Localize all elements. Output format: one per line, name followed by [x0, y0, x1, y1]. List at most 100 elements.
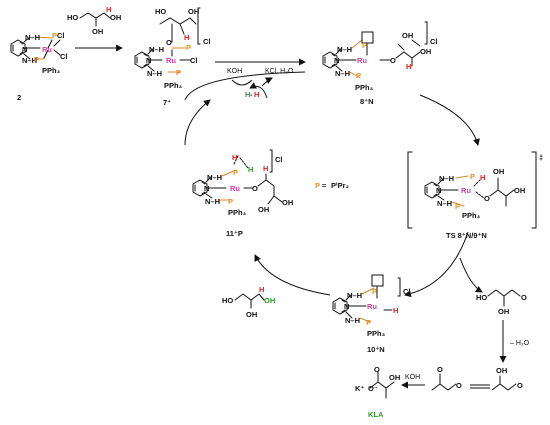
- atom-h-gly: H: [106, 5, 111, 14]
- atom-nh-2a: N–H: [25, 33, 40, 42]
- atom-o-7: O: [166, 38, 172, 47]
- released-glycerol: HO H OH OH: [222, 285, 275, 319]
- label-10plusN: 10⁺N: [367, 345, 385, 354]
- atom-nh-10a: N–H: [347, 291, 362, 300]
- potassium-lactate: K⁺ O⁻ O OH KLA: [355, 365, 400, 419]
- atom-h-7: H: [184, 33, 189, 42]
- reagent-minus-h2o: – H₂O: [510, 340, 530, 347]
- atom-pph3-11: PPh₃: [228, 208, 247, 217]
- legend-pipr2: PⁱPr₂: [331, 181, 349, 190]
- atom-oh-rg: OH: [264, 296, 275, 305]
- atom-ru-2: Ru: [42, 45, 52, 54]
- atom-p-11b: P: [228, 197, 233, 206]
- reagent-koh-top: KOH: [227, 68, 242, 75]
- atom-h-rg: H: [259, 285, 264, 294]
- atom-pph3-7: PPh₃: [164, 81, 183, 90]
- atom-nh-11b: N–H: [205, 197, 220, 206]
- atom-ru-10: Ru: [367, 302, 377, 311]
- label-7plus: 7⁺: [163, 98, 171, 107]
- hydroxyacrolein: OH O: [491, 366, 523, 391]
- atom-h-10: H: [393, 306, 398, 315]
- label-8plusN: 8⁺N: [360, 97, 374, 106]
- atom-cl-2b: Cl: [60, 52, 68, 61]
- atom-o-mg2: O: [456, 381, 462, 390]
- arrow-tautomer: [470, 384, 490, 389]
- atom-h-11c: H: [263, 164, 268, 173]
- atom-p-7b: P: [176, 68, 181, 77]
- atom-ho-7: HO: [155, 7, 166, 16]
- ts-double-dagger: ‡: [539, 153, 543, 162]
- compound-2: N–H N–H N P P Ru Cl Cl PPh₃ 2: [10, 31, 68, 102]
- glycerol-reagent: HO H OH OH: [67, 5, 121, 36]
- p-definition: P = PⁱPr₂: [315, 181, 349, 190]
- h2-label-h1: H: [245, 90, 250, 99]
- arrow-koh-curl: [231, 79, 253, 86]
- label-11plusP: 11⁺P: [226, 229, 243, 238]
- atom-n-11: N: [204, 184, 209, 193]
- atom-ho-gly: HO: [67, 13, 78, 22]
- atom-o-glyal: O: [521, 293, 527, 302]
- atom-h-8: H: [406, 62, 411, 71]
- atom-nh-10b: N–H: [345, 316, 360, 325]
- atom-nh-11a: N–H: [207, 173, 222, 182]
- atom-oh-8a: OH: [420, 47, 431, 56]
- atom-h-11b: H: [248, 165, 253, 174]
- atom-n-7: N: [146, 56, 151, 65]
- atom-o-kla2: O: [374, 365, 380, 374]
- cycle-arc-top: [184, 71, 306, 101]
- compound-8plusN: N–H N–H N P P Ru O H OH OH PPh₃ Cl 8⁺N: [322, 21, 438, 106]
- atom-pph3-10: PPh₃: [367, 329, 386, 338]
- atom-cl-2a: Cl: [57, 31, 65, 40]
- atom-pph3-ts: PPh₃: [462, 211, 481, 220]
- atom-h-11a: H: [232, 153, 237, 162]
- arrow-kcl-curl: [261, 77, 273, 87]
- cycle-arc-bottom-right: [404, 231, 469, 298]
- counterion-10: Cl: [403, 287, 411, 296]
- atom-p-2b: P: [34, 55, 39, 64]
- label-2: 2: [17, 93, 21, 102]
- atom-p-2a: P: [52, 31, 57, 40]
- h2-dash: -: [250, 90, 253, 99]
- atom-p-7a: P: [186, 43, 191, 52]
- atom-nh-8a: N–H: [337, 45, 352, 54]
- atom-nh-8b: N–H: [335, 69, 350, 78]
- methylglyoxal: O O: [431, 365, 462, 391]
- atom-n-10: N: [344, 302, 349, 311]
- atom-p-10b: P: [366, 318, 371, 327]
- atom-p-tsa: P: [470, 172, 475, 181]
- compound-10plusN: N–H N–H N P P Ru H PPh₃ Cl 10⁺N: [332, 274, 411, 354]
- atom-ru-11: Ru: [230, 184, 240, 193]
- atom-o-mg1: O: [437, 365, 443, 374]
- atom-o-enol: O: [517, 381, 523, 390]
- atom-p-8a: P: [362, 41, 367, 50]
- atom-n-8: N: [334, 56, 339, 65]
- atom-n-2: N: [22, 45, 27, 54]
- cycle-arc-right: [419, 94, 480, 146]
- cycle-arc-bottom-left: [254, 254, 331, 296]
- label-kla: KLA: [368, 410, 384, 419]
- atom-ru-ts: Ru: [461, 186, 471, 195]
- compound-11plusP: N–H N–H N H H P P Ru O H OH OH PPh₃ Cl 1…: [192, 149, 293, 238]
- atom-oh-kla: OH: [389, 373, 400, 382]
- h2-label-h2: H: [254, 90, 259, 99]
- compound-7plus: N–H N–H N O H P P Ru Cl HO OH PPh₃ Cl 7⁺: [134, 7, 211, 107]
- counterion-7: Cl: [203, 37, 211, 46]
- atom-oh-rg2: OH: [246, 310, 257, 319]
- atom-oh-tsb: OH: [493, 167, 504, 176]
- atom-ru-7: Ru: [166, 56, 176, 65]
- atom-nh-tsa: N–H: [439, 174, 454, 183]
- atom-o-kla1: O⁻: [368, 384, 378, 393]
- atom-oh-8b: OH: [402, 31, 413, 40]
- reagent-koh-bottom: KOH: [405, 374, 420, 381]
- cycle-arc-left: [184, 99, 211, 146]
- arrow-h2-release: [249, 82, 268, 99]
- atom-oh-11b: OH: [258, 205, 269, 214]
- label-ts: TS 8⁺N/9⁺N: [446, 231, 487, 240]
- atom-k-kla: K⁺: [355, 384, 364, 393]
- counterion-8: Cl: [430, 37, 438, 46]
- atom-oh-tsa: OH: [514, 186, 525, 195]
- atom-oh-glyal: OH: [498, 307, 509, 316]
- arrow-to-aldehyde: [459, 257, 483, 293]
- atom-nh-2b: N–H: [22, 56, 37, 65]
